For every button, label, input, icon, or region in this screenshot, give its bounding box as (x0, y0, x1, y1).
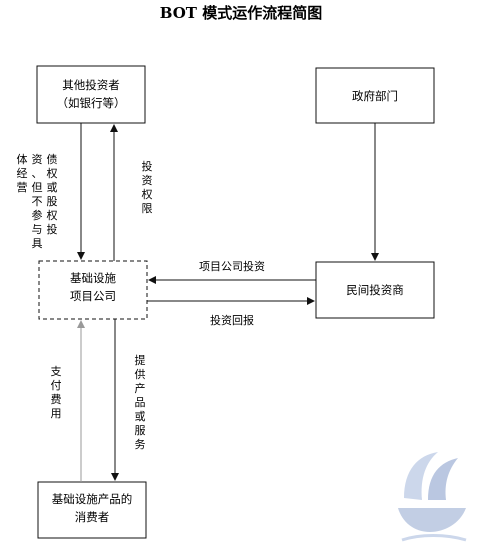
node-government-label: 政府部门 (352, 89, 398, 103)
vl-debt2-char: 与 (32, 223, 43, 236)
node-project-company-line1: 基础设施 (70, 271, 116, 285)
vl-rights-char: 投 (142, 159, 153, 173)
vl-pay-char: 付 (51, 379, 62, 392)
vl-pay-char: 用 (51, 407, 62, 420)
diagram-title: BOT 模式运作流程简图 (160, 4, 322, 22)
label-investment-return: 投资回报 (210, 313, 254, 327)
ship-logo-icon (398, 452, 467, 542)
vl-debt2-char: 参 (32, 208, 43, 222)
vl-rights-char: 权 (142, 188, 153, 201)
node-other-investors-line2: （如银行等） (57, 96, 126, 110)
node-other-investors: 其他投资者 （如银行等） (36, 65, 146, 124)
vl-debt3-char: 经 (17, 167, 28, 180)
node-other-investors-line1: 其他投资者 (62, 78, 120, 92)
vl-debt1-char: 股 (47, 195, 58, 208)
vl-provide-char: 产 (135, 381, 146, 395)
vl-provide-char: 提 (135, 354, 146, 367)
node-consumers: 基础设施产品的 消费者 (37, 481, 147, 539)
vl-provide-char: 或 (135, 410, 146, 423)
vl-rights-char: 资 (142, 174, 153, 187)
vl-debt2-char: 具 (32, 237, 43, 250)
node-private-investor: 民间投资商 (315, 261, 435, 319)
label-project-investment: 项目公司投资 (199, 259, 265, 273)
vl-debt2-char: 、 (32, 167, 43, 180)
vl-provide-char: 供 (135, 367, 146, 381)
vl-debt1-char: 权 (47, 167, 58, 180)
vl-debt2-char: 但 (32, 181, 43, 194)
vl-debt3-char: 体 (17, 152, 28, 166)
vl-pay-char: 支 (51, 365, 62, 378)
vl-provide-char: 品 (135, 396, 146, 409)
node-project-company-line2: 项目公司 (70, 289, 116, 303)
vl-debt1-char: 投 (47, 222, 58, 236)
vl-debt1-char: 权 (47, 209, 58, 222)
vl-debt2-char: 不 (32, 195, 43, 208)
node-government: 政府部门 (315, 67, 435, 124)
vl-debt1-char: 或 (47, 181, 58, 194)
label-debt-equity-col3: 体经营 (17, 152, 28, 194)
vl-provide-char: 务 (135, 438, 146, 451)
node-project-company: 基础设施 项目公司 (38, 260, 148, 320)
vl-provide-char: 服 (135, 424, 146, 437)
node-private-investor-label: 民间投资商 (346, 283, 404, 297)
node-consumers-line2: 消费者 (75, 510, 110, 524)
vl-pay-char: 费 (51, 393, 62, 406)
vl-rights-char: 限 (142, 202, 153, 215)
vl-debt2-char: 资 (32, 153, 43, 166)
vl-debt1-char: 债 (47, 152, 58, 166)
vl-debt3-char: 营 (17, 180, 28, 194)
node-consumers-line1: 基础设施产品的 (52, 492, 133, 506)
